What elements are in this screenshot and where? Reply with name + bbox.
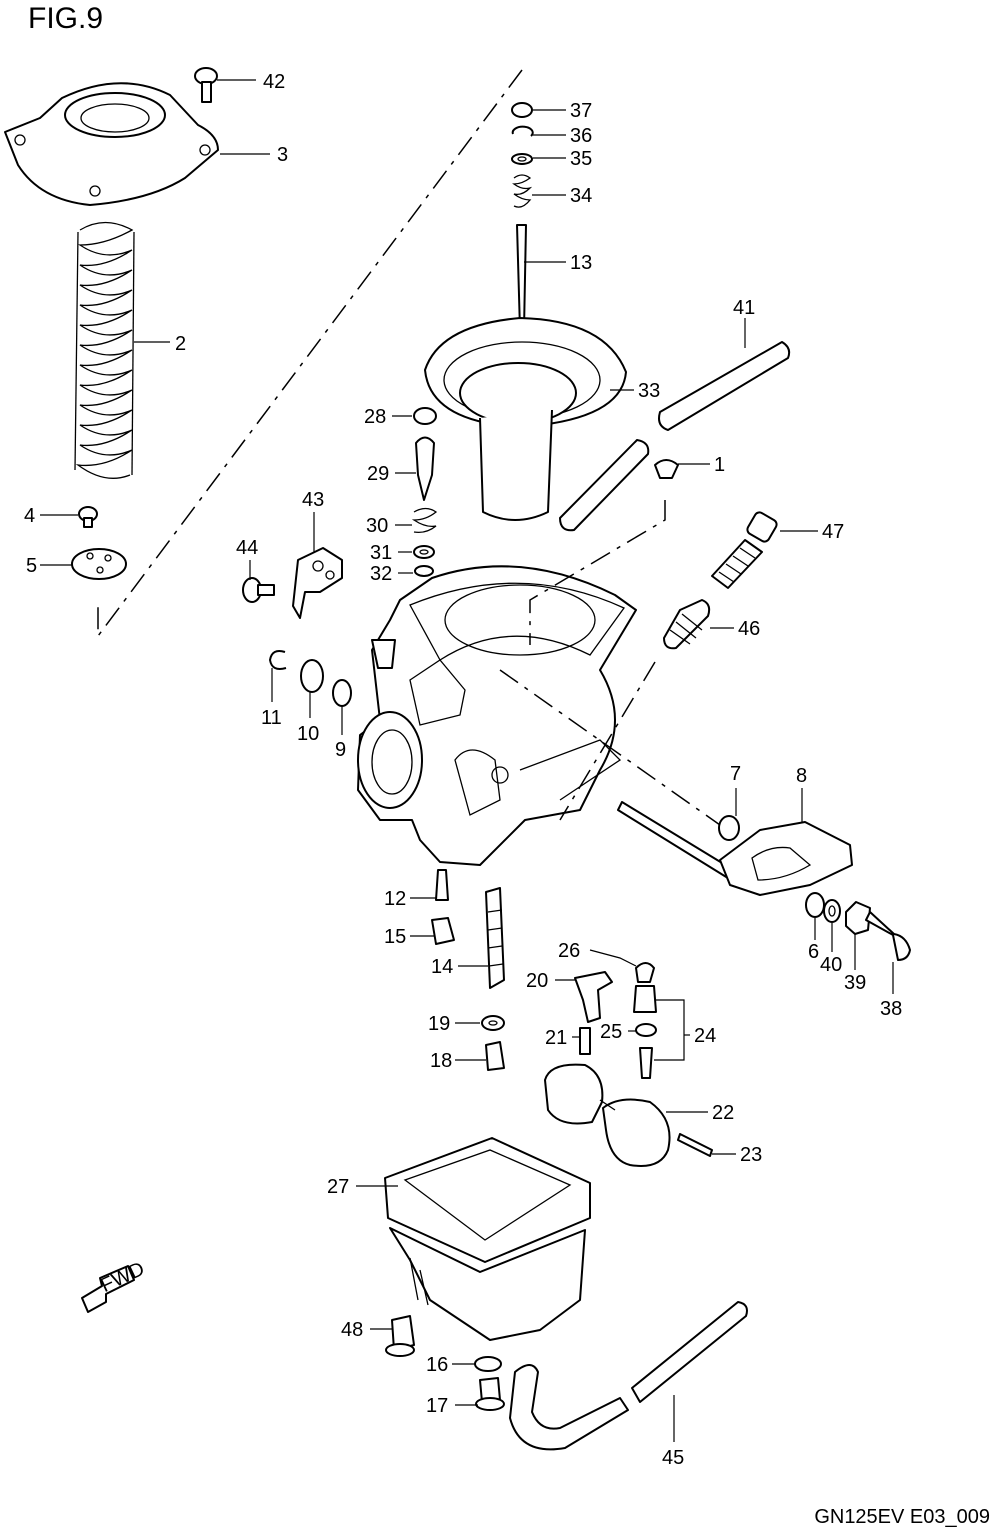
jet-tube-set [431, 869, 505, 1071]
callout-30: 30 [366, 515, 388, 537]
callout-38: 38 [880, 998, 902, 1020]
callout-1: 1 [714, 454, 725, 476]
screw-42 [194, 67, 218, 103]
callout-46: 46 [738, 618, 760, 640]
top-cap [4, 82, 219, 206]
throttle-shaft [617, 801, 853, 896]
callout-47: 47 [822, 521, 844, 543]
callout-19: 19 [428, 1013, 450, 1035]
callout-15: 15 [384, 926, 406, 948]
carburetor-body [357, 500, 721, 866]
callout-18: 18 [430, 1050, 452, 1072]
drain-hose-45b [631, 1301, 748, 1403]
callout-28: 28 [364, 406, 386, 428]
figure-title: FIG.9 [28, 2, 104, 35]
callout-34: 34 [570, 185, 592, 207]
leader-lines [40, 79, 894, 1442]
callout-20: 20 [526, 970, 548, 992]
clip-11 [269, 650, 287, 670]
screw-4 [78, 506, 98, 528]
fwd-arrow-icon: FWD [81, 1258, 148, 1313]
callout-32: 32 [370, 563, 392, 585]
bracket-43 [292, 547, 343, 619]
washer-16 [474, 1356, 502, 1372]
callout-10: 10 [297, 723, 319, 745]
callout-14: 14 [431, 956, 453, 978]
drain-plug-17 [475, 1377, 505, 1411]
callout-35: 35 [570, 148, 592, 170]
pin-23 [677, 1133, 713, 1157]
callout-27: 27 [327, 1176, 349, 1198]
fwd-label: FWD [97, 1258, 148, 1297]
callout-43: 43 [302, 489, 324, 511]
callout-6: 6 [808, 941, 819, 963]
spring-46 [663, 599, 711, 650]
needle-parts [511, 102, 534, 340]
callout-39: 39 [844, 972, 866, 994]
washer-9 [332, 679, 352, 707]
callout-26: 26 [558, 940, 580, 962]
idle-screw-set [805, 892, 911, 961]
callout-16: 16 [426, 1354, 448, 1376]
callout-22: 22 [712, 1102, 734, 1124]
callout-40: 40 [820, 954, 842, 976]
callout-33: 33 [638, 380, 660, 402]
callout-36: 36 [570, 125, 592, 147]
plate-5 [71, 548, 127, 580]
callout-29: 29 [367, 463, 389, 485]
screw-47 [711, 511, 778, 589]
hose-41 [559, 341, 791, 532]
assembly-boundary-line [97, 69, 523, 639]
callout-numbers: 42 3 2 4 5 37 36 35 34 13 41 33 28 1 29 … [24, 71, 902, 1469]
bleed-screw-1 [654, 459, 679, 479]
washer-7 [718, 815, 740, 841]
float-22 [544, 1063, 671, 1167]
callout-42: 42 [263, 71, 285, 93]
jet-parts [411, 407, 438, 577]
washer-10 [300, 659, 324, 693]
drain-hose-45 [509, 1364, 629, 1451]
callout-3: 3 [277, 144, 288, 166]
callout-13: 13 [570, 252, 592, 274]
float-chamber [384, 1137, 591, 1341]
callout-37: 37 [570, 100, 592, 122]
callout-23: 23 [740, 1144, 762, 1166]
callout-45: 45 [662, 1447, 684, 1469]
callout-11: 11 [261, 707, 282, 729]
spring [74, 221, 135, 479]
callout-41: 41 [733, 297, 755, 319]
callout-31: 31 [370, 542, 392, 564]
callout-21: 21 [545, 1027, 567, 1049]
callout-9: 9 [335, 739, 346, 761]
drain-screw-48 [385, 1315, 415, 1357]
callout-25: 25 [600, 1021, 622, 1043]
diaphragm-piston [424, 317, 627, 521]
callout-8: 8 [796, 765, 807, 787]
float-valve-set [574, 962, 657, 1079]
callout-24: 24 [694, 1025, 716, 1047]
callout-44: 44 [236, 537, 258, 559]
callout-4: 4 [24, 505, 35, 527]
callout-48: 48 [341, 1319, 363, 1341]
screw-44 [242, 577, 275, 603]
figure-code: GN125EV E03_009 [814, 1506, 990, 1528]
callout-5: 5 [26, 555, 37, 577]
callout-7: 7 [730, 763, 741, 785]
callout-2: 2 [175, 333, 186, 355]
callout-12: 12 [384, 888, 406, 910]
callout-17: 17 [426, 1395, 448, 1417]
